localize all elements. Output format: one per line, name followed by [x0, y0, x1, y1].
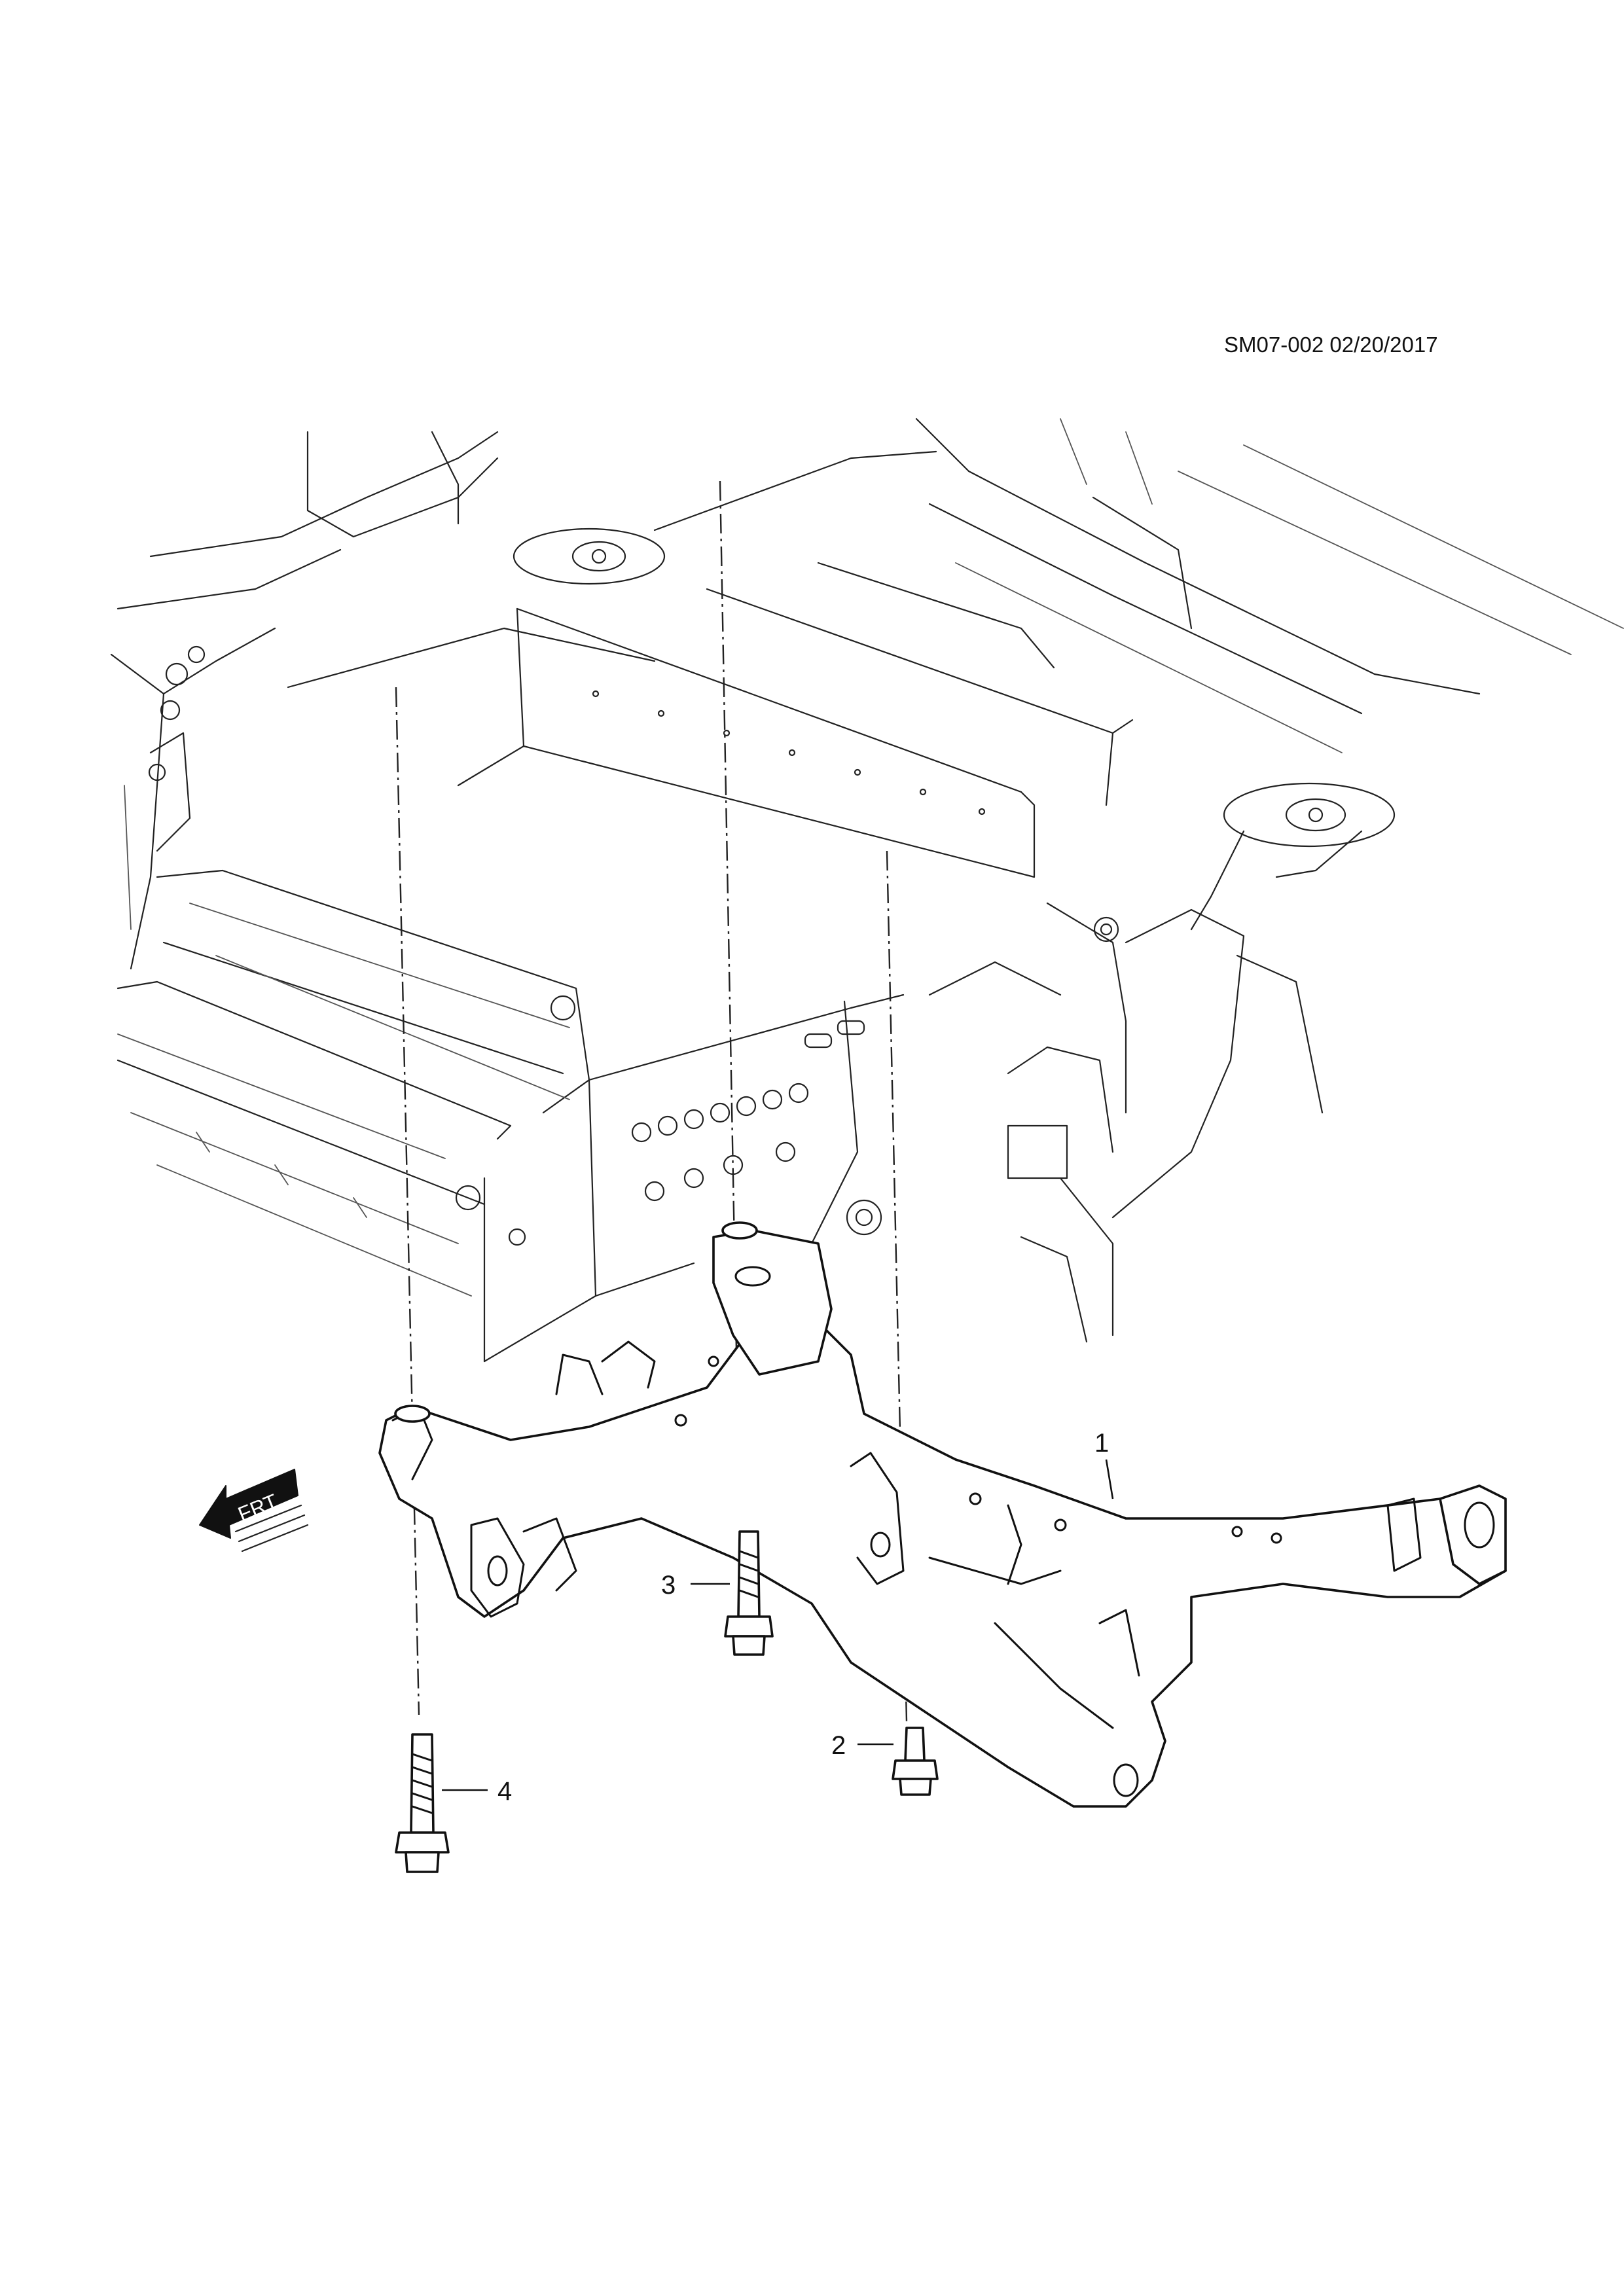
bolt-3 — [724, 1530, 774, 1656]
rail-holes — [455, 995, 882, 1246]
callout-4-label: 4 — [497, 1777, 512, 1806]
callout-leaders — [442, 1459, 1114, 1791]
front-direction-indicator: FRT — [199, 1469, 309, 1552]
bolt-4 — [395, 1733, 450, 1873]
front-arrow-icon — [199, 1469, 298, 1539]
callout-2-label: 2 — [831, 1731, 846, 1760]
callout-1-label: 1 — [1094, 1429, 1109, 1458]
rear-subframe — [378, 1221, 1507, 1808]
document-id: SM07-002 02/20/2017 — [1224, 332, 1438, 357]
vehicle-body-underside — [110, 418, 1624, 1363]
bolt-2 — [892, 1727, 939, 1796]
crossmember-rivets — [592, 690, 986, 816]
callout-3-label: 3 — [661, 1571, 676, 1600]
